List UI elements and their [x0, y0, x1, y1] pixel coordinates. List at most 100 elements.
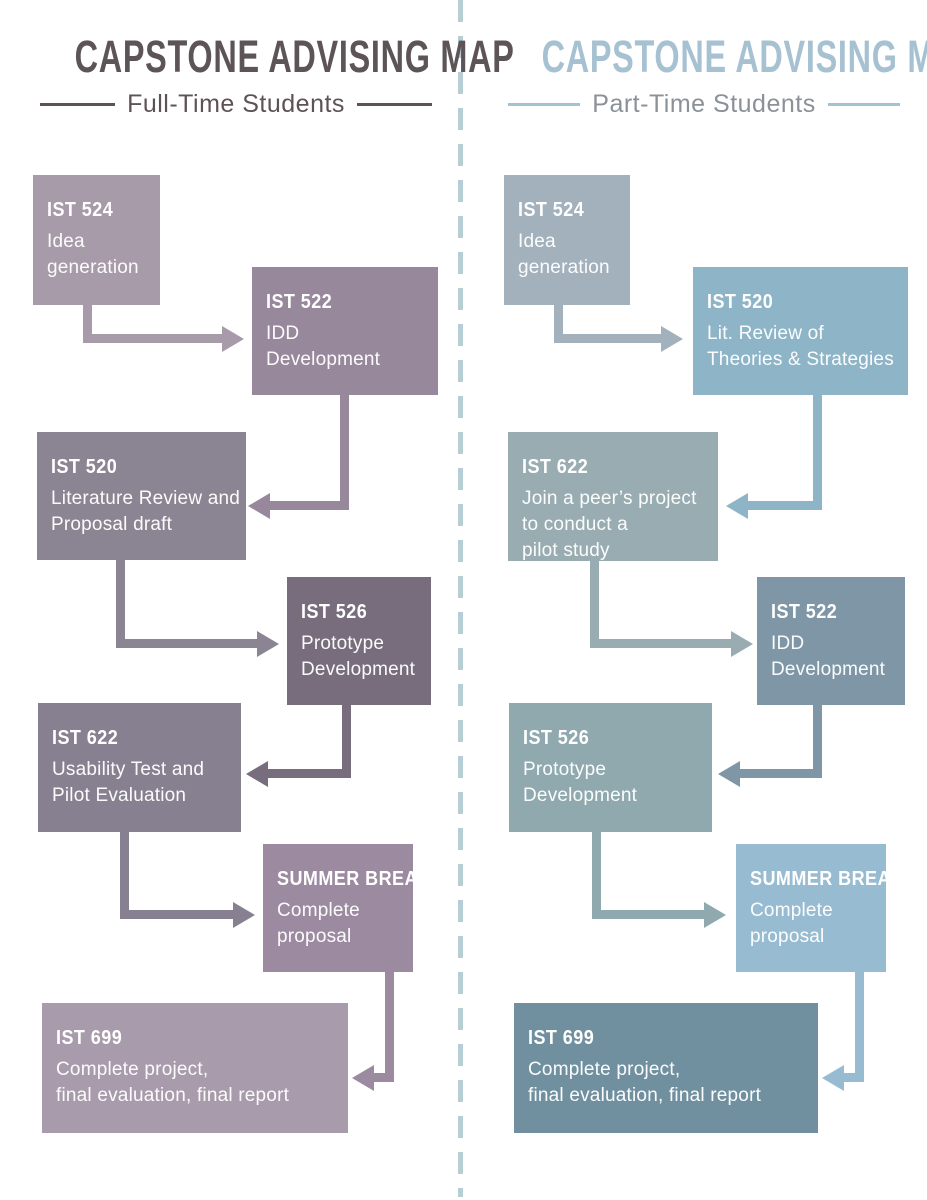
course-desc-line: proposal — [750, 926, 825, 947]
arrowhead-right-icon — [731, 631, 753, 657]
flow-arrow-segment — [83, 303, 92, 343]
part-time-subtitle-label: Part-Time Students — [592, 90, 816, 118]
course-desc-line: to conduct a — [522, 514, 628, 535]
course-desc-line: Complete — [750, 900, 833, 921]
flow-arrow-segment — [855, 970, 864, 1082]
course-box-ft-summer-break: SUMMER BREAK Complete proposal — [263, 844, 432, 972]
flow-arrow-segment — [590, 558, 599, 648]
subtitle-rule-left — [508, 103, 581, 106]
arrowhead-left-icon — [248, 493, 270, 519]
course-box-ft-ist524: IST 524 Idea generation — [33, 175, 160, 305]
flow-arrow-segment — [83, 334, 222, 343]
arrowhead-left-icon — [822, 1065, 844, 1091]
course-desc-line: proposal — [277, 926, 352, 947]
flow-arrow-segment — [554, 303, 563, 343]
course-code: IST 524 — [47, 199, 114, 221]
course-code: IST 520 — [707, 291, 774, 313]
arrowhead-left-icon — [246, 761, 268, 787]
flow-arrow-segment — [592, 910, 704, 919]
flow-arrow-segment — [270, 501, 349, 510]
course-code: IST 520 — [51, 456, 118, 478]
course-box-pt-ist526: IST 526 Prototype Development — [509, 703, 712, 832]
course-desc-line: Idea — [47, 231, 85, 252]
course-box-pt-ist622: IST 622 Join a peer’s project to conduct… — [508, 432, 718, 561]
full-time-subtitle-label: Full-Time Students — [127, 90, 345, 118]
course-desc-line: Theories & Strategies — [707, 349, 894, 370]
course-desc-line: Lit. Review of — [707, 323, 824, 344]
course-code: IST 622 — [522, 456, 589, 478]
course-code: IST 699 — [528, 1027, 595, 1049]
arrowhead-right-icon — [222, 326, 244, 352]
course-box-pt-ist522: IST 522 IDD Development — [757, 577, 905, 705]
flow-arrow-segment — [340, 393, 349, 510]
flow-arrow-segment — [120, 910, 233, 919]
flow-arrow-segment — [342, 703, 351, 778]
arrowhead-right-icon — [704, 902, 726, 928]
arrowhead-left-icon — [718, 761, 740, 787]
flow-arrow-segment — [374, 1073, 394, 1082]
course-desc-line: pilot study — [522, 540, 610, 561]
course-code: IST 699 — [56, 1027, 123, 1049]
arrowhead-left-icon — [726, 493, 748, 519]
course-code: IST 526 — [523, 727, 590, 749]
course-code: SUMMER BREAK — [277, 868, 432, 890]
subtitle-rule-left — [40, 103, 116, 106]
full-time-page-title: CAPSTONE ADVISING MAP — [74, 31, 515, 82]
course-desc-line: IDD — [771, 633, 805, 654]
course-box-pt-ist524: IST 524 Idea generation — [504, 175, 630, 305]
course-desc-line: IDD — [266, 323, 300, 344]
course-box-ft-ist526: IST 526 Prototype Development — [287, 577, 431, 705]
part-time-subtitle: Part-Time Students — [508, 90, 900, 119]
course-desc-line: generation — [518, 257, 610, 278]
flow-arrow-segment — [590, 639, 731, 648]
course-desc-line: final evaluation, final report — [528, 1085, 762, 1106]
flow-arrow-segment — [813, 393, 822, 510]
flow-arrow-segment — [116, 558, 125, 648]
flow-arrow-segment — [116, 639, 257, 648]
course-code: IST 522 — [266, 291, 333, 313]
full-time-subtitle: Full-Time Students — [40, 90, 432, 119]
part-time-page-title: CAPSTONE ADVISING MAP — [541, 31, 927, 82]
course-desc-line: Development — [771, 659, 886, 680]
course-desc-line: Prototype — [301, 633, 385, 654]
flow-arrow-segment — [844, 1073, 864, 1082]
flow-arrow-segment — [120, 830, 129, 919]
flow-arrow-segment — [740, 769, 822, 778]
course-desc-line: Development — [266, 349, 381, 370]
course-desc-line: Development — [301, 659, 416, 680]
course-desc-line: Literature Review and — [51, 488, 241, 509]
course-code: IST 526 — [301, 601, 368, 623]
course-desc-line: Proposal draft — [51, 514, 173, 535]
flow-arrow-segment — [592, 830, 601, 919]
course-desc-line: Idea — [518, 231, 556, 252]
course-desc-line: generation — [47, 257, 139, 278]
course-desc-line: Complete project, — [528, 1059, 681, 1080]
course-desc-line: final evaluation, final report — [56, 1085, 290, 1106]
course-desc-line: Complete project, — [56, 1059, 209, 1080]
course-desc-line: Complete — [277, 900, 360, 921]
course-box-pt-summer-break: SUMMER BREAK Complete proposal — [736, 844, 905, 972]
flow-arrow-segment — [748, 501, 822, 510]
flow-arrow-segment — [268, 769, 351, 778]
course-desc-line: Development — [523, 785, 638, 806]
course-code: IST 622 — [52, 727, 119, 749]
course-box-ft-ist699: IST 699 Complete project, final evaluati… — [42, 1003, 348, 1133]
flow-arrow-segment — [385, 970, 394, 1082]
flow-arrow-segment — [813, 703, 822, 778]
course-code: IST 522 — [771, 601, 838, 623]
course-desc-line: Prototype — [523, 759, 607, 780]
arrowhead-right-icon — [257, 631, 279, 657]
course-box-ft-ist622: IST 622 Usability Test and Pilot Evaluat… — [38, 703, 241, 832]
course-desc-line: Join a peer’s project — [522, 488, 697, 509]
course-box-pt-ist520: IST 520 Lit. Review of Theories & Strate… — [693, 267, 908, 395]
column-divider-dashed-line — [458, 0, 463, 1197]
course-code: IST 524 — [518, 199, 585, 221]
arrowhead-left-icon — [352, 1065, 374, 1091]
course-box-pt-ist699: IST 699 Complete project, final evaluati… — [514, 1003, 818, 1133]
arrowhead-right-icon — [661, 326, 683, 352]
course-desc-line: Usability Test and — [52, 759, 205, 780]
course-code: SUMMER BREAK — [750, 868, 905, 890]
subtitle-rule-right — [827, 103, 900, 106]
flow-arrow-segment — [554, 334, 661, 343]
